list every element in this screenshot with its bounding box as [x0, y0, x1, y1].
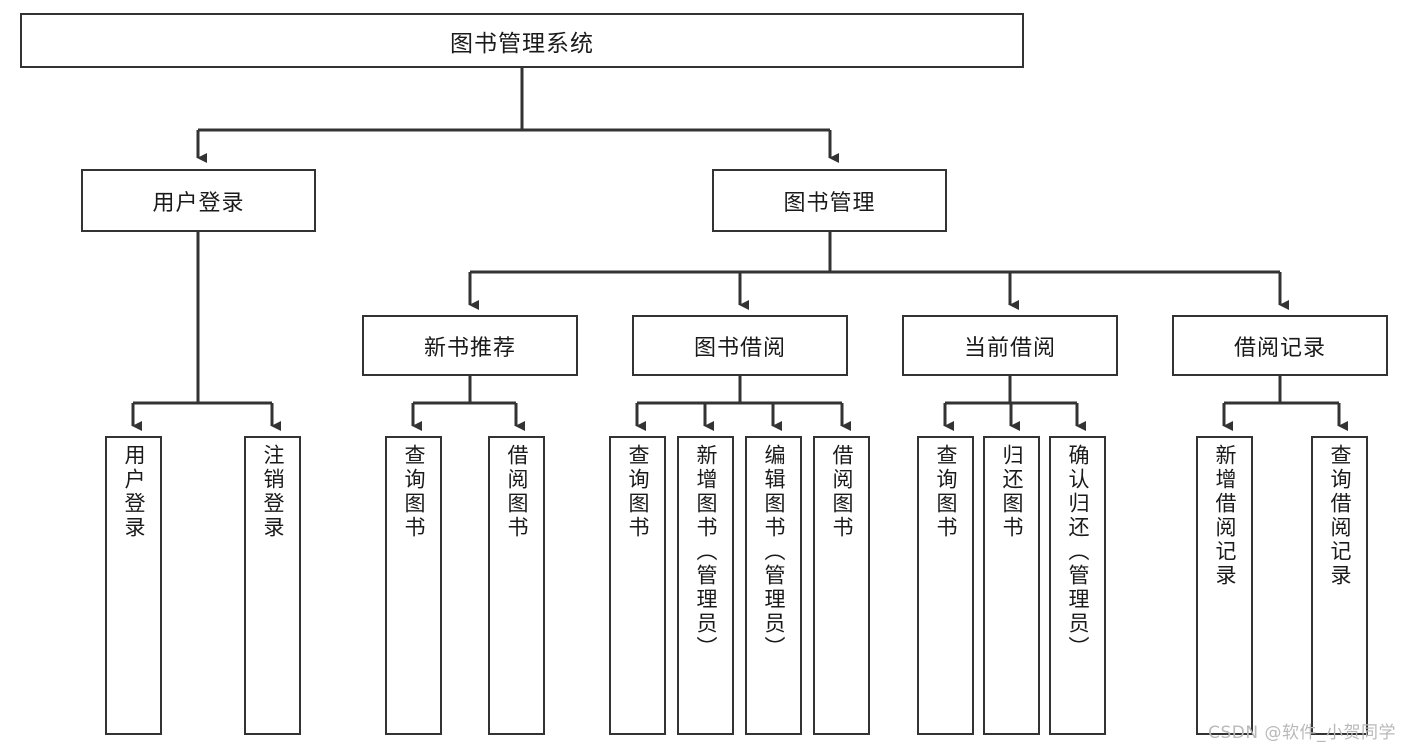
leaf-book-borrow-query[interactable]: 查询图书: [609, 436, 666, 735]
leaf-borrow-record-add-label: 新增借阅记录: [1213, 444, 1237, 588]
leaf-book-borrow-borrow[interactable]: 借阅图书: [813, 436, 870, 735]
leaf-current-borrow-confirm-return[interactable]: 确认归还（管理员）: [1049, 436, 1106, 735]
watermark-text: CSDN @软件_小贺同学: [1208, 723, 1396, 743]
leaf-borrow-record-add[interactable]: 新增借阅记录: [1196, 436, 1253, 735]
leaf-book-borrow-edit[interactable]: 编辑图书（管理员）: [745, 436, 802, 735]
node-current-borrow[interactable]: 当前借阅: [902, 315, 1118, 376]
node-book-management-label: 图书管理: [783, 190, 876, 216]
leaf-new-book-query-label: 查询图书: [402, 444, 426, 540]
leaf-book-borrow-borrow-label: 借阅图书: [830, 444, 854, 540]
node-user-login-label: 用户登录: [152, 190, 245, 216]
node-borrow-record[interactable]: 借阅记录: [1172, 315, 1388, 376]
leaf-current-borrow-return[interactable]: 归还图书: [983, 436, 1040, 735]
leaf-user-login-logout-label: 注销登录: [261, 444, 285, 540]
leaf-new-book-query[interactable]: 查询图书: [385, 436, 442, 735]
leaf-user-login-login-label: 用户登录: [122, 444, 146, 540]
node-book-management[interactable]: 图书管理: [712, 169, 947, 232]
leaf-new-book-borrow[interactable]: 借阅图书: [488, 436, 545, 735]
node-current-borrow-label: 当前借阅: [963, 335, 1056, 361]
leaf-user-login-logout[interactable]: 注销登录: [244, 436, 301, 735]
node-root[interactable]: 图书管理系统: [20, 13, 1024, 68]
leaf-borrow-record-query[interactable]: 查询借阅记录: [1311, 436, 1368, 735]
leaf-book-borrow-query-label: 查询图书: [626, 444, 650, 540]
node-user-login[interactable]: 用户登录: [81, 169, 316, 232]
leaf-current-borrow-query[interactable]: 查询图书: [917, 436, 974, 735]
node-new-book-recommend[interactable]: 新书推荐: [362, 315, 578, 376]
leaf-current-borrow-query-label: 查询图书: [934, 444, 958, 540]
leaf-book-borrow-add-label: 新增图书（管理员）: [694, 444, 718, 660]
node-root-label: 图书管理系统: [450, 30, 594, 57]
leaf-current-borrow-confirm-return-label: 确认归还（管理员）: [1066, 444, 1090, 660]
node-book-borrow-label: 图书借阅: [693, 335, 786, 361]
node-borrow-record-label: 借阅记录: [1233, 335, 1326, 361]
leaf-book-borrow-edit-label: 编辑图书（管理员）: [762, 444, 786, 660]
leaf-borrow-record-query-label: 查询借阅记录: [1328, 444, 1352, 588]
leaf-new-book-borrow-label: 借阅图书: [505, 444, 529, 540]
node-book-borrow[interactable]: 图书借阅: [632, 315, 848, 376]
node-new-book-recommend-label: 新书推荐: [423, 335, 516, 361]
leaf-book-borrow-add[interactable]: 新增图书（管理员）: [677, 436, 734, 735]
leaf-user-login-login[interactable]: 用户登录: [105, 436, 162, 735]
leaf-current-borrow-return-label: 归还图书: [1000, 444, 1024, 540]
